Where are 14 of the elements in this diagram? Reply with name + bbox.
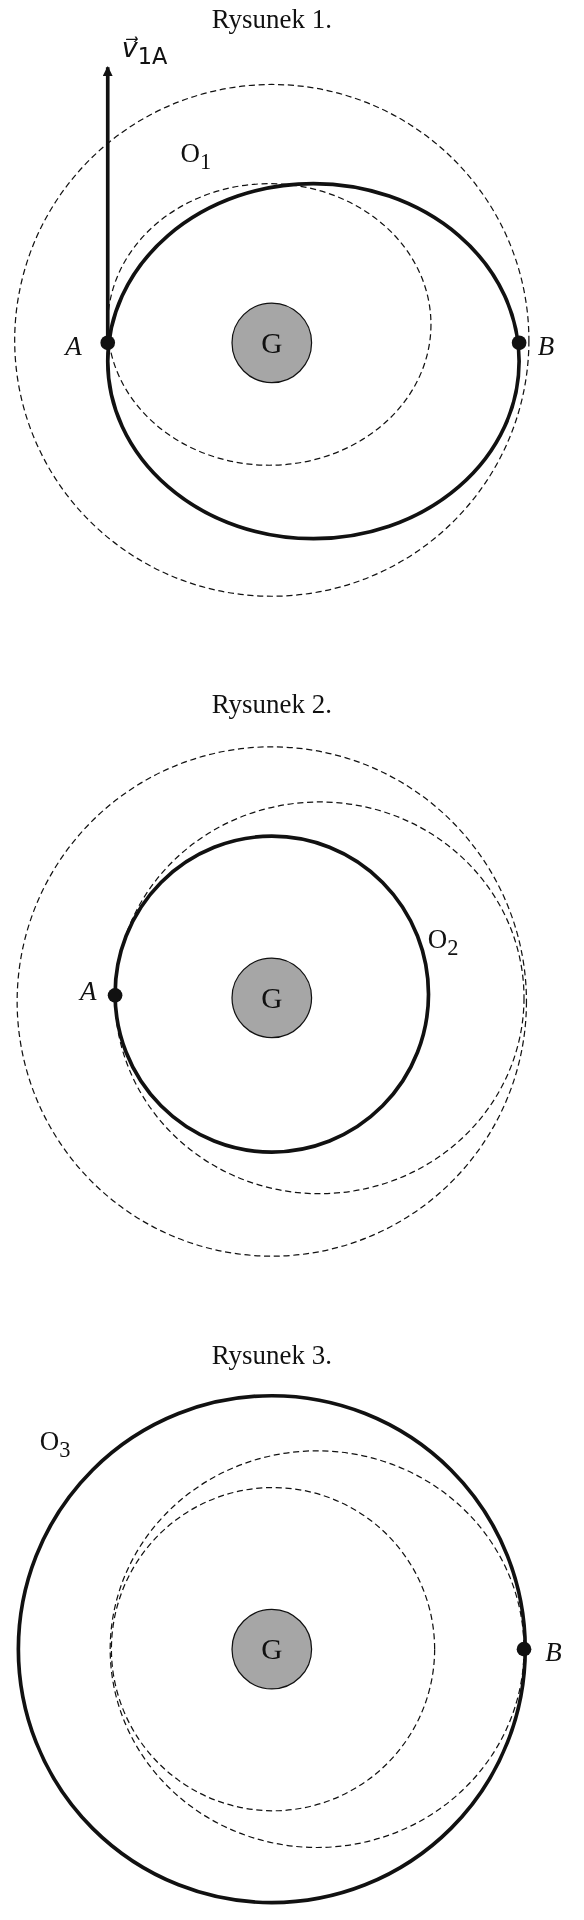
planet-circle: G — [231, 302, 313, 384]
orbit-label: O$_{3}$ — [39, 1428, 71, 1462]
point-label: A — [79, 978, 97, 1006]
figure-title: Rysunek 2. — [211, 690, 332, 718]
planet-circle: G — [231, 957, 313, 1039]
figure-title: Rysunek 3. — [211, 1341, 332, 1369]
orbit-label: O$_{2}$ — [427, 926, 459, 960]
orbit-label: O$_{1}$ — [180, 140, 212, 174]
figure-title: Rysunek 1. — [211, 6, 332, 34]
point-label: B — [545, 1639, 562, 1667]
point-label: B — [537, 333, 555, 360]
vector-label: v⃗$_{1A}$ — [121, 35, 168, 68]
planet-circle: G — [231, 1608, 313, 1690]
point-label: A — [65, 333, 82, 360]
